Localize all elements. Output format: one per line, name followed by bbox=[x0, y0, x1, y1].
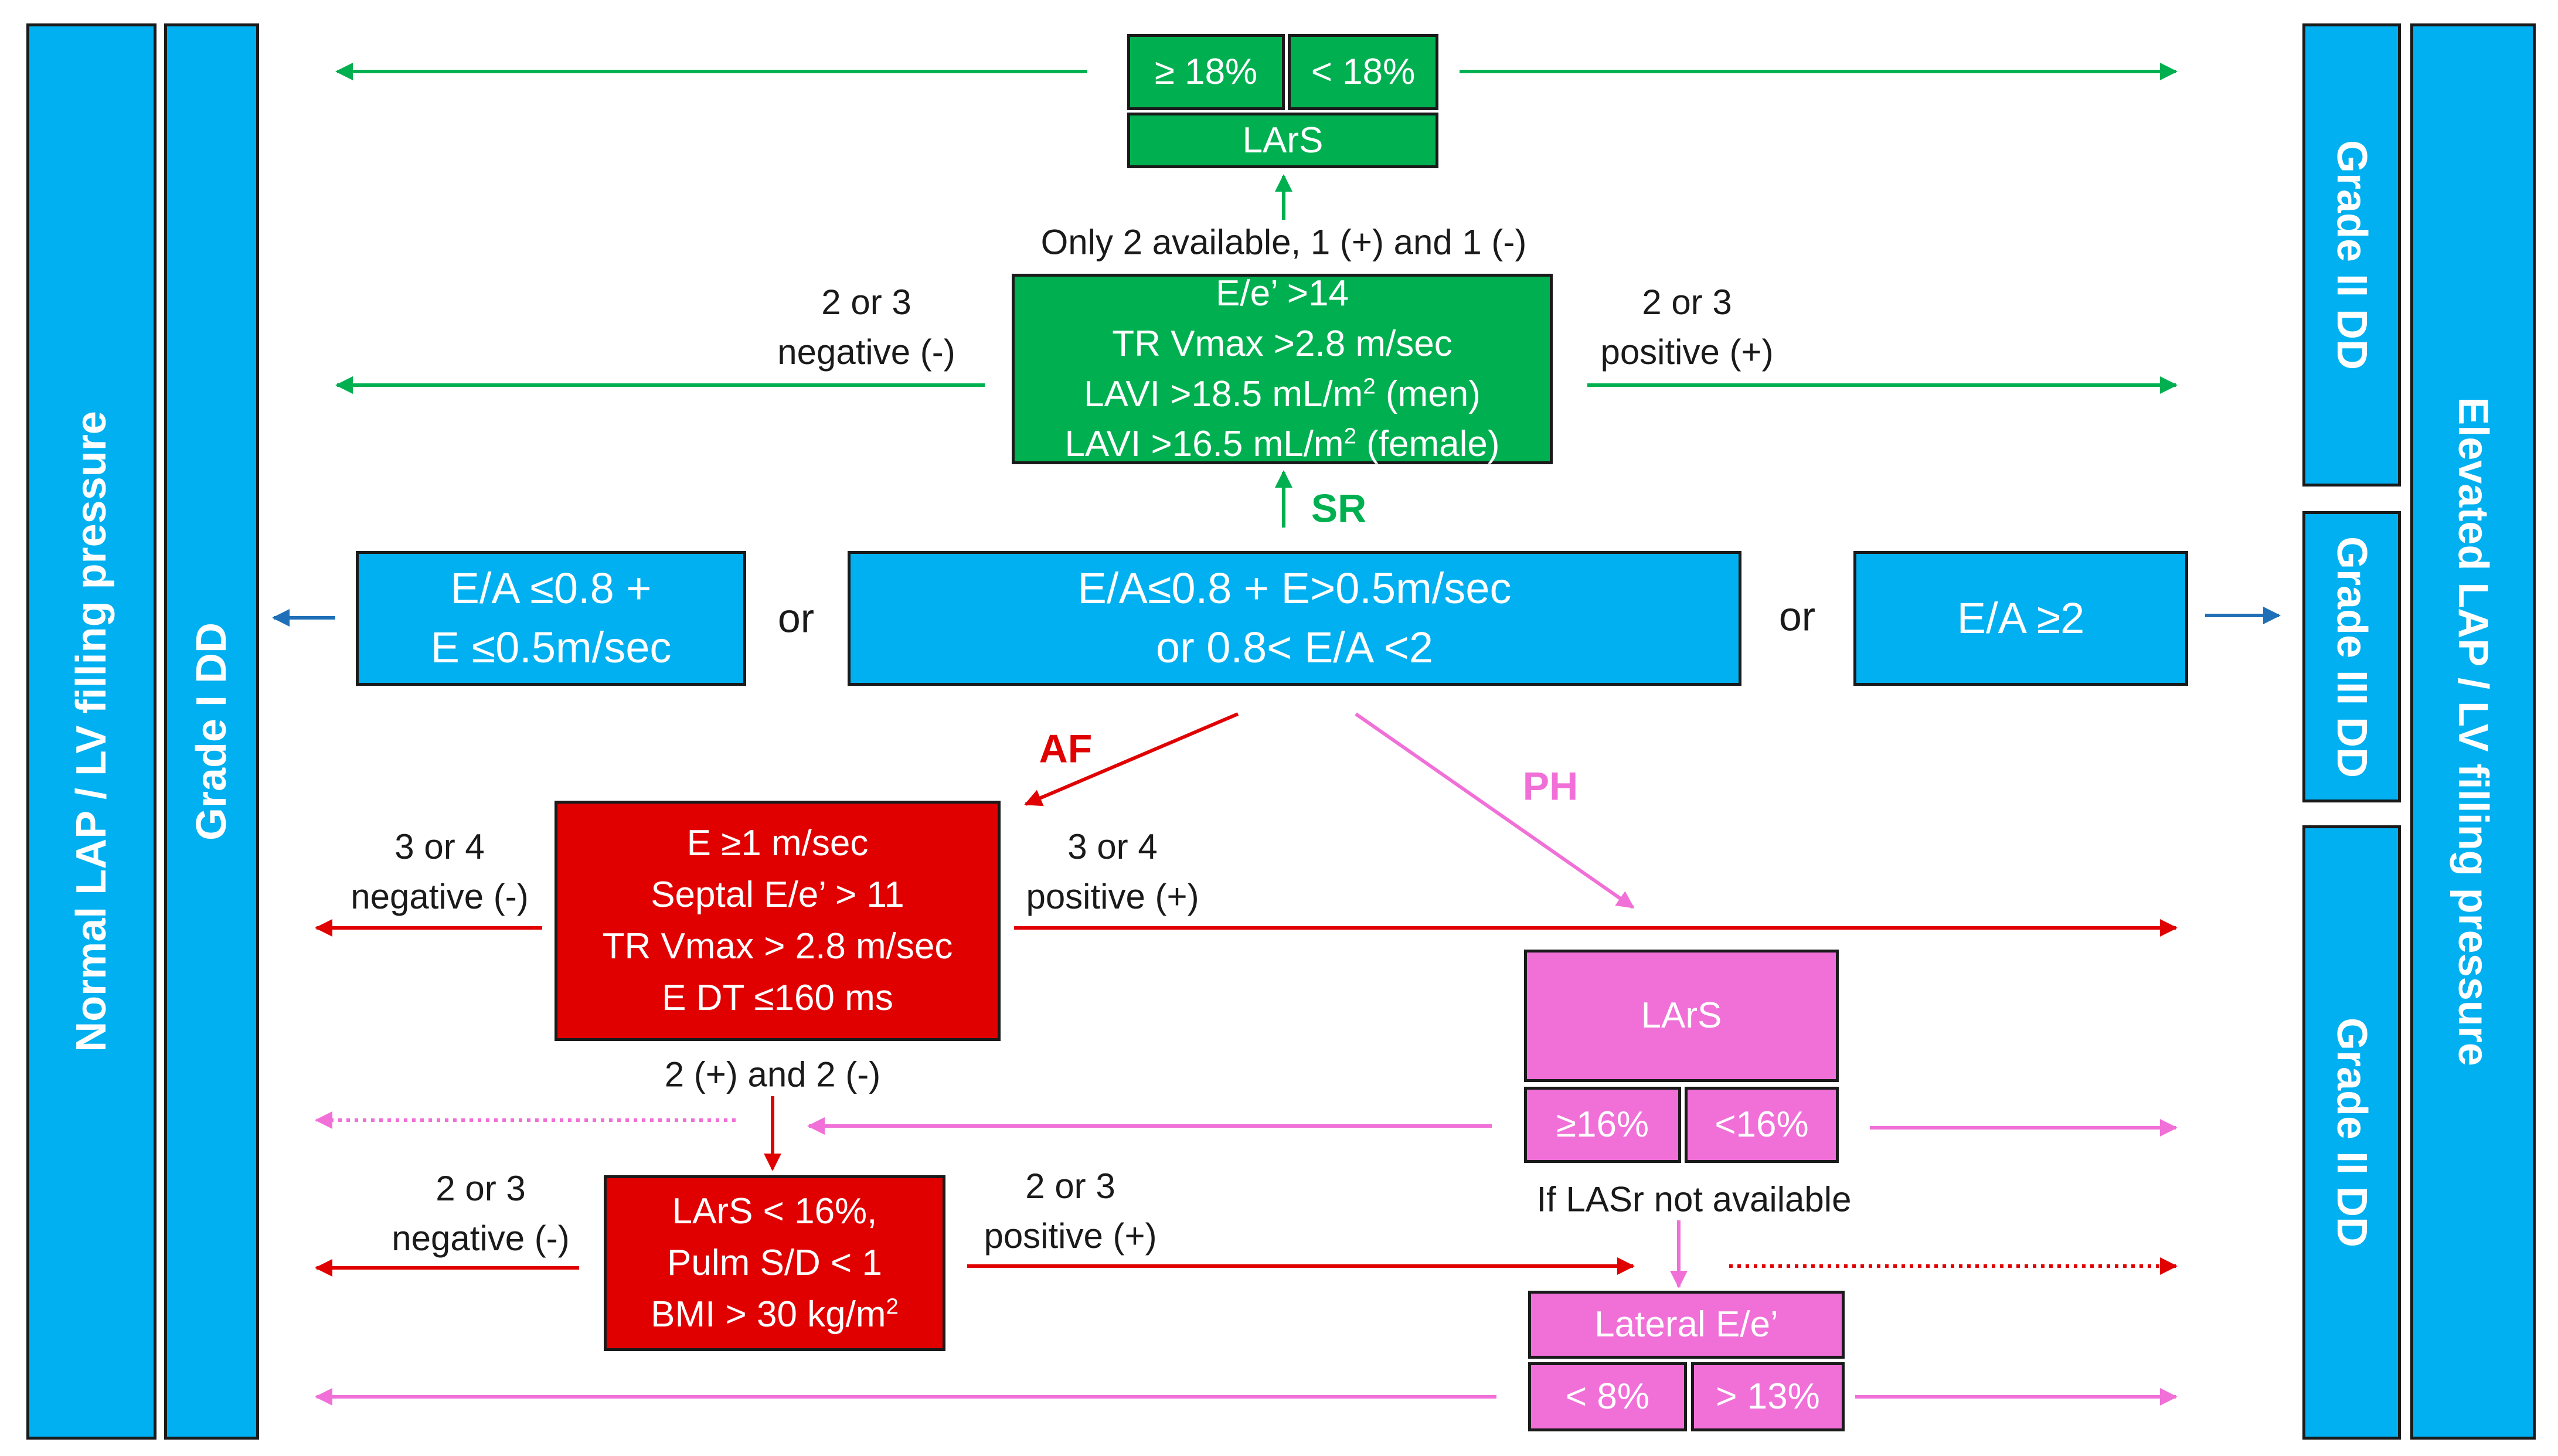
sr-lars-text: LArS bbox=[1242, 120, 1324, 161]
sr-criteria-box: E/e’ >14 TR Vmax >2.8 m/sec LAVI >18.5 m… bbox=[1012, 273, 1553, 464]
sr-criterion-tr: TR Vmax >2.8 m/sec bbox=[1112, 323, 1453, 364]
grade-2-top-bar: Grade II DD bbox=[2302, 23, 2401, 487]
ph-lateral-box: Lateral E/e’ bbox=[1528, 1291, 1845, 1359]
af-tag: AF bbox=[1039, 726, 1093, 771]
ph-lars-low-text: ≥16% bbox=[1556, 1104, 1649, 1145]
af-second-criteria-box: LArS < 16%, Pulm S/D < 1 BMI > 30 kg/m2 bbox=[604, 1175, 945, 1351]
af-criterion-tr: TR Vmax > 2.8 m/sec bbox=[602, 926, 953, 967]
af-criteria-box: E ≥1 m/sec Septal E/e’ > 11 TR Vmax > 2.… bbox=[555, 801, 1001, 1041]
sr-lars-box: LArS bbox=[1127, 113, 1438, 168]
grade-3-label: Grade III DD bbox=[2328, 536, 2376, 778]
ph-lars-high-text: <16% bbox=[1715, 1104, 1809, 1145]
sr-lars-low-text: ≥ 18% bbox=[1154, 52, 1258, 93]
af-partial-label: 2 (+) and 2 (-) bbox=[664, 1054, 881, 1094]
ph-lars-high-box: <16% bbox=[1685, 1087, 1839, 1163]
entry-left-line-1: E/A ≤0.8 + bbox=[450, 564, 652, 613]
sr-lars-low-box: ≥ 18% bbox=[1127, 34, 1285, 110]
ph-tag: PH bbox=[1522, 764, 1579, 809]
entry-right-box: E/A ≥2 bbox=[1853, 551, 2188, 686]
normal-pressure-bar: Normal LAP / LV filling pressure bbox=[26, 23, 157, 1440]
grade-1-label: Grade I DD bbox=[188, 622, 235, 841]
sr-criterion-ee: E/e’ >14 bbox=[1216, 273, 1349, 314]
entry-right-text: E/A ≥2 bbox=[1957, 593, 2085, 642]
af-second-lars: LArS < 16%, bbox=[672, 1190, 877, 1232]
grade-3-bar: Grade III DD bbox=[2302, 511, 2401, 802]
entry-center-box: E/A≤0.8 + E>0.5m/sec or 0.8< E/A <2 bbox=[848, 551, 1741, 686]
af-criterion-edt: E DT ≤160 ms bbox=[662, 978, 893, 1019]
or-right-label: or bbox=[1778, 593, 1816, 639]
sr-criterion-lavi-female: LAVI >16.5 mL/m2 (female) bbox=[1064, 423, 1500, 465]
af-second-bmi: BMI > 30 kg/m2 bbox=[651, 1294, 899, 1335]
ph-lars-box: LArS bbox=[1524, 950, 1839, 1082]
entry-center-line-1: E/A≤0.8 + E>0.5m/sec bbox=[1077, 564, 1512, 613]
sr-lars-high-box: < 18% bbox=[1288, 34, 1438, 110]
sr-criterion-lavi-men: LAVI >18.5 mL/m2 (men) bbox=[1084, 373, 1481, 414]
elevated-pressure-label: Elevated LAP / LV filling pressure bbox=[2450, 397, 2497, 1066]
grade-2-bottom-bar: Grade II DD bbox=[2302, 825, 2401, 1440]
entry-center-line-2: or 0.8< E/A <2 bbox=[1155, 623, 1434, 672]
af-criterion-e: E ≥1 m/sec bbox=[686, 822, 869, 863]
grade-1-bar: Grade I DD bbox=[164, 23, 259, 1440]
ph-fallback-note: If LASr not available bbox=[1536, 1179, 1852, 1219]
ph-lars-text: LArS bbox=[1641, 995, 1722, 1036]
grade-2-bottom-label: Grade II DD bbox=[2328, 1017, 2376, 1248]
sr-tag: SR bbox=[1311, 486, 1367, 531]
ph-lateral-low-box: < 8% bbox=[1528, 1362, 1687, 1431]
ph-lateral-text: Lateral E/e’ bbox=[1594, 1304, 1778, 1345]
ph-lars-low-box: ≥16% bbox=[1524, 1087, 1681, 1163]
arrow-entry-to-af bbox=[1024, 712, 1239, 807]
af-criterion-septal: Septal E/e’ > 11 bbox=[651, 874, 904, 915]
sr-partial-label: Only 2 available, 1 (+) and 1 (-) bbox=[1040, 222, 1527, 262]
or-left-label: or bbox=[777, 595, 815, 641]
entry-left-box: E/A ≤0.8 + E ≤0.5m/sec bbox=[356, 551, 746, 686]
entry-left-line-2: E ≤0.5m/sec bbox=[430, 623, 672, 672]
arrow-entry-to-ph bbox=[1355, 712, 1635, 909]
elevated-pressure-bar: Elevated LAP / LV filling pressure bbox=[2410, 23, 2536, 1440]
ph-lateral-low-text: < 8% bbox=[1565, 1376, 1650, 1417]
ph-lateral-high-box: > 13% bbox=[1691, 1362, 1845, 1431]
normal-pressure-label: Normal LAP / LV filling pressure bbox=[68, 411, 115, 1052]
sr-lars-high-text: < 18% bbox=[1311, 52, 1416, 93]
grade-2-top-label: Grade II DD bbox=[2328, 140, 2376, 370]
ph-lateral-high-text: > 13% bbox=[1716, 1376, 1820, 1417]
af-second-pulm: Pulm S/D < 1 bbox=[667, 1242, 882, 1283]
